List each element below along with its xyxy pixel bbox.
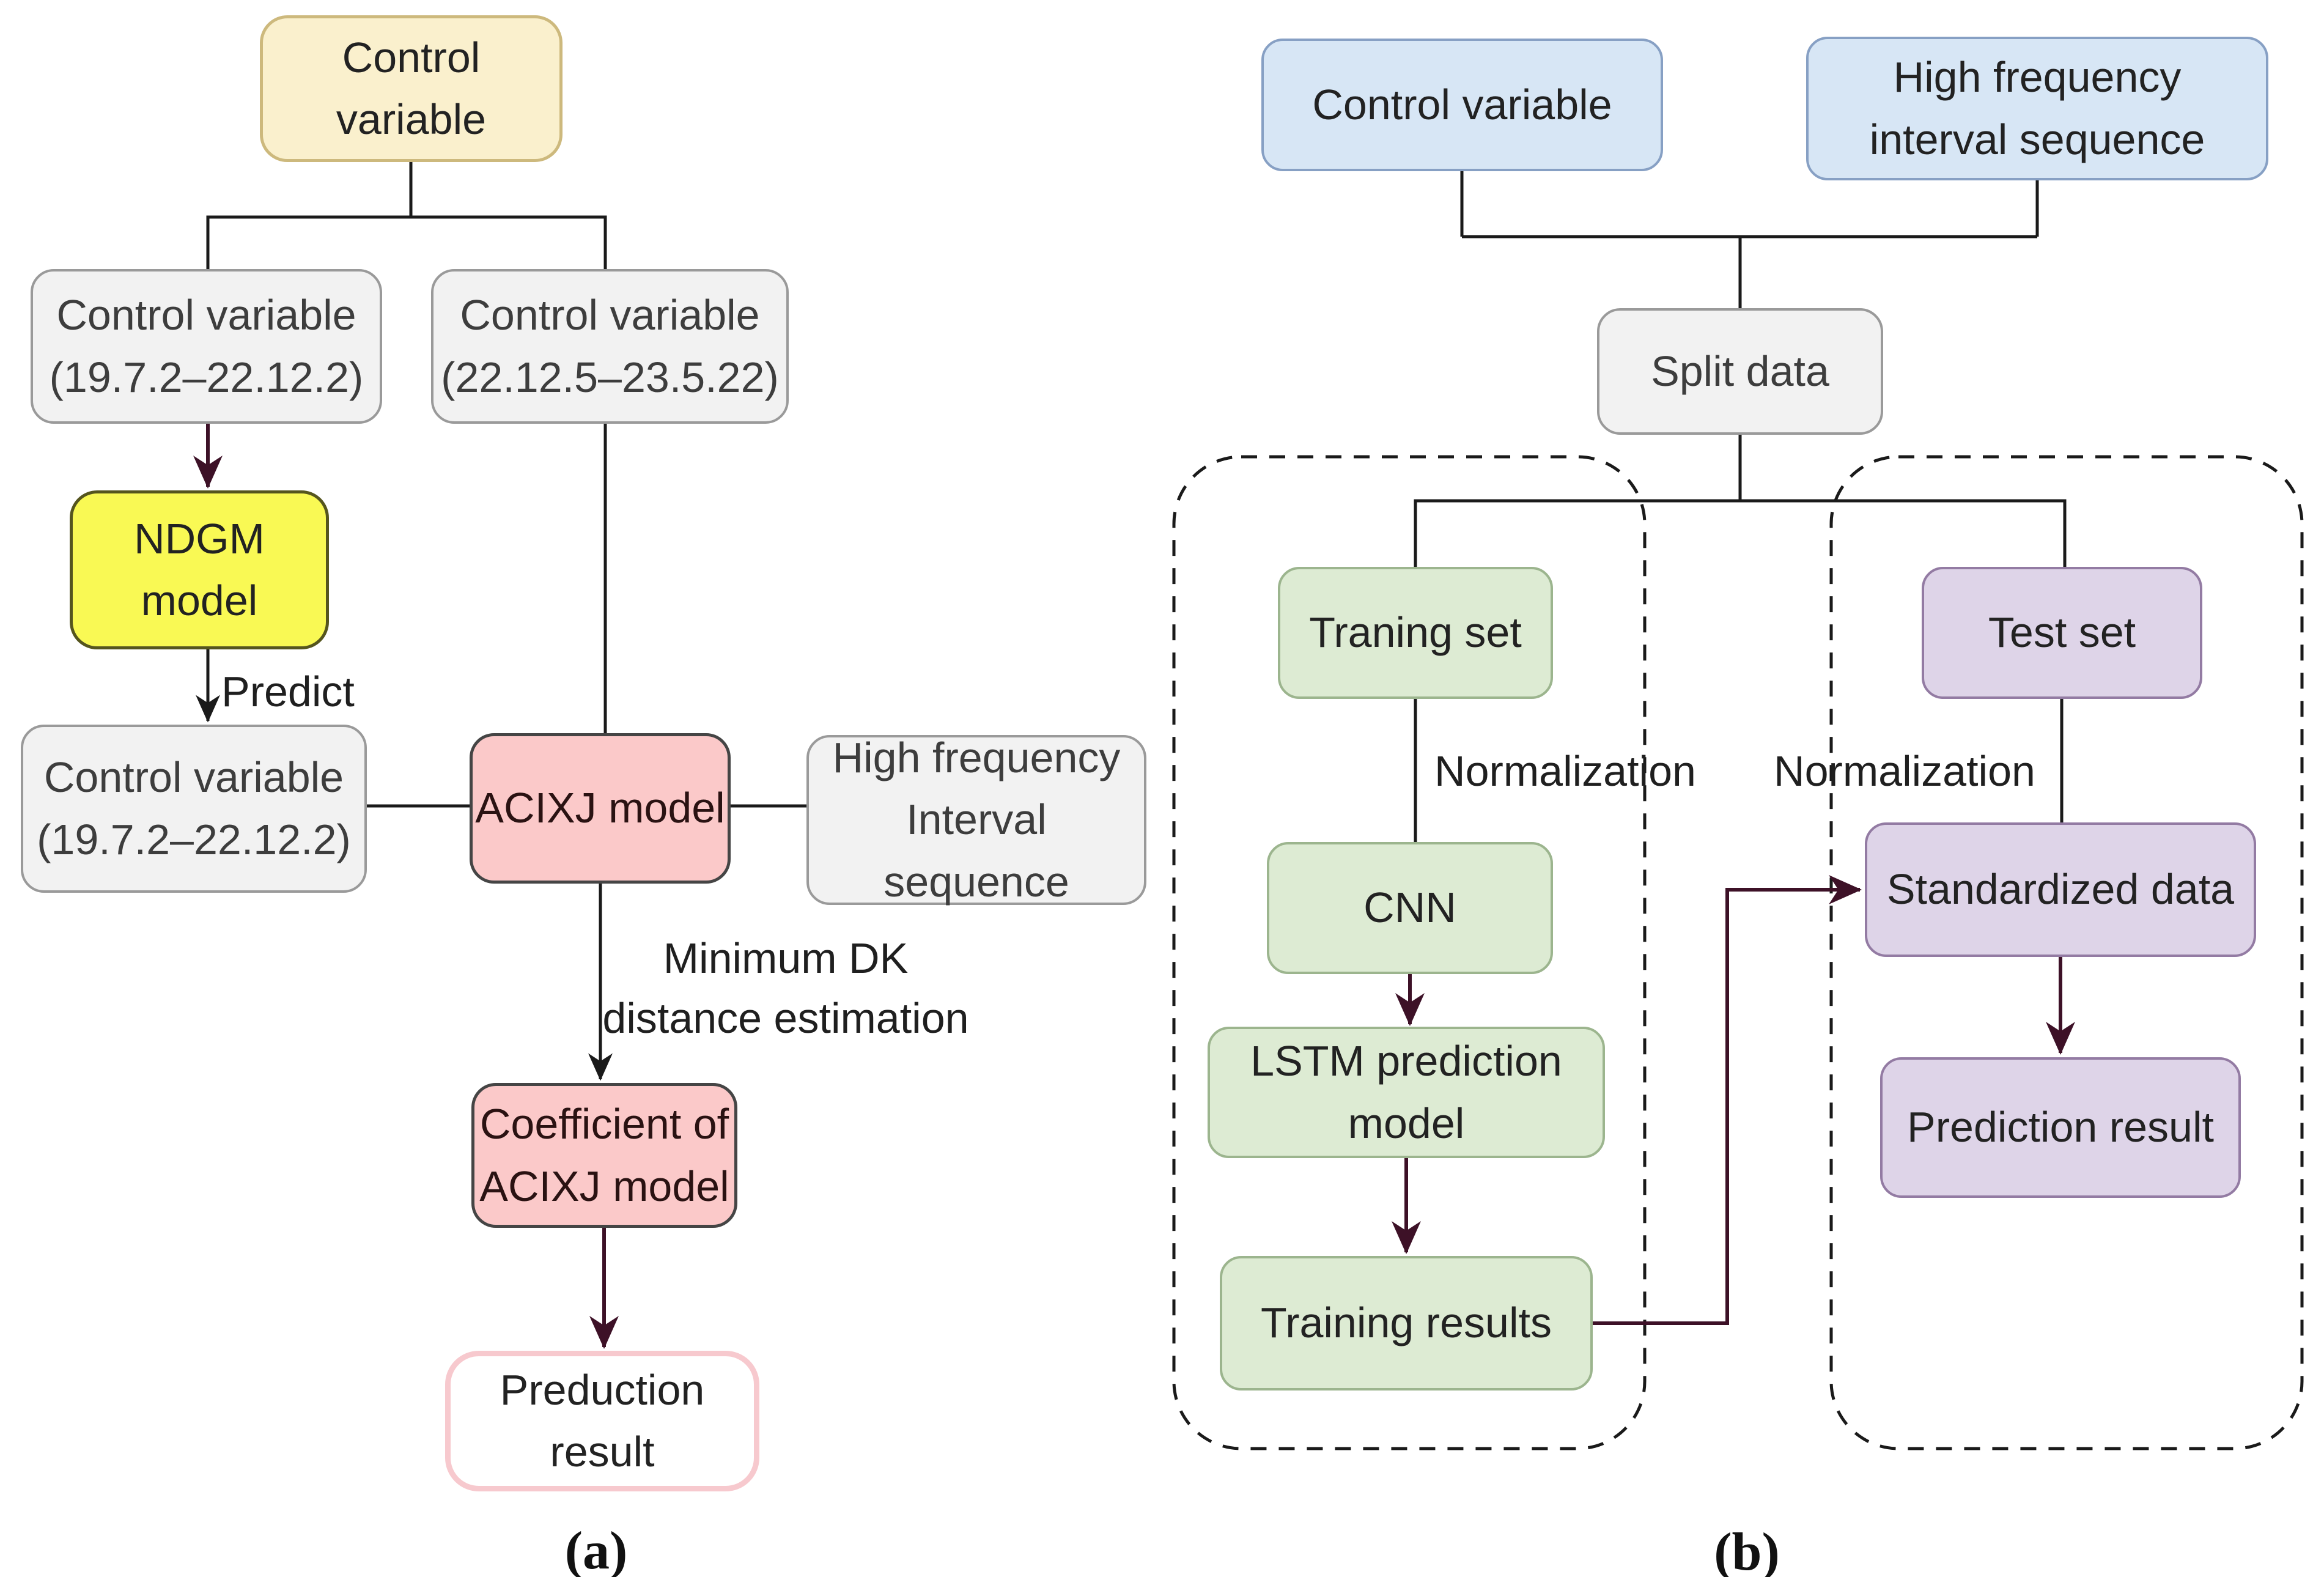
- node-line: High frequency: [1893, 53, 2182, 101]
- edge-label-line: Minimum DK: [663, 934, 909, 982]
- node-lstm-prediction-model: LSTM prediction model: [1208, 1027, 1605, 1158]
- node-control-variable-holdout: Control variable (22.12.5–23.5.22): [431, 269, 789, 424]
- node-line: Interval sequence: [883, 796, 1069, 906]
- node-line: High frequency: [832, 733, 1121, 781]
- node-control-variable-b: Control variable: [1261, 39, 1663, 171]
- node-coefficient-acixj: Coefficient of ACIXJ model: [471, 1083, 737, 1228]
- node-line: model: [1348, 1099, 1465, 1147]
- node-line: Control variable: [56, 291, 356, 339]
- node-split-data: Split data: [1597, 308, 1883, 435]
- node-control-variable-predicted: Control variable (19.7.2–22.12.2): [21, 725, 367, 893]
- edge-splitdata-to-sets: [1414, 435, 2067, 567]
- node-control-variable-root: Control variable: [260, 15, 563, 162]
- node-high-frequency-b: High frequency interval sequence: [1806, 37, 2268, 180]
- node-line: (19.7.2–22.12.2): [37, 815, 351, 863]
- node-line: LSTM prediction: [1250, 1037, 1562, 1085]
- edge-inputs-to-splitdata: [1460, 171, 2039, 308]
- node-line: (22.12.5–23.5.22): [441, 353, 779, 401]
- edge-split-bar-a: [206, 215, 607, 269]
- node-test-set: Test set: [1922, 567, 2202, 699]
- edge-label-normalization-left: Normalization: [1434, 747, 1696, 795]
- node-training-set: Traning set: [1278, 567, 1553, 699]
- node-line: ACIXJ model: [479, 1162, 729, 1210]
- node-prediction-result: Prediction result: [1880, 1057, 2241, 1198]
- node-cnn: CNN: [1267, 842, 1553, 974]
- edge-label-line: distance estimation: [602, 994, 969, 1042]
- node-line: Control variable: [460, 291, 760, 339]
- edge-label-minimum-dk: Minimum DK distance estimation: [596, 928, 975, 1048]
- panel-b-caption: (b): [1714, 1523, 1780, 1577]
- edge-label-predict: Predict: [221, 668, 355, 715]
- node-acixj-model: ACIXJ model: [470, 733, 731, 884]
- edge-label-normalization-right: Normalization: [1774, 747, 2035, 795]
- node-standardized-data: Standardized data: [1865, 822, 2256, 957]
- node-line: interval sequence: [1869, 115, 2205, 163]
- node-line: Control variable: [43, 753, 344, 801]
- node-ndgm-model: NDGM model: [70, 490, 329, 649]
- node-control-variable-train: Control variable (19.7.2–22.12.2): [31, 269, 382, 424]
- node-training-results: Training results: [1220, 1256, 1593, 1390]
- node-high-frequency-a: High frequency Interval sequence: [806, 734, 1146, 906]
- edge-results-to-standardized-arrow: [1593, 875, 1862, 1325]
- node-line: Coefficient of: [479, 1100, 729, 1148]
- panel-a-caption: (a): [564, 1521, 628, 1577]
- node-preduction-result: Preduction result: [445, 1351, 759, 1491]
- node-line: (19.7.2–22.12.2): [49, 353, 364, 401]
